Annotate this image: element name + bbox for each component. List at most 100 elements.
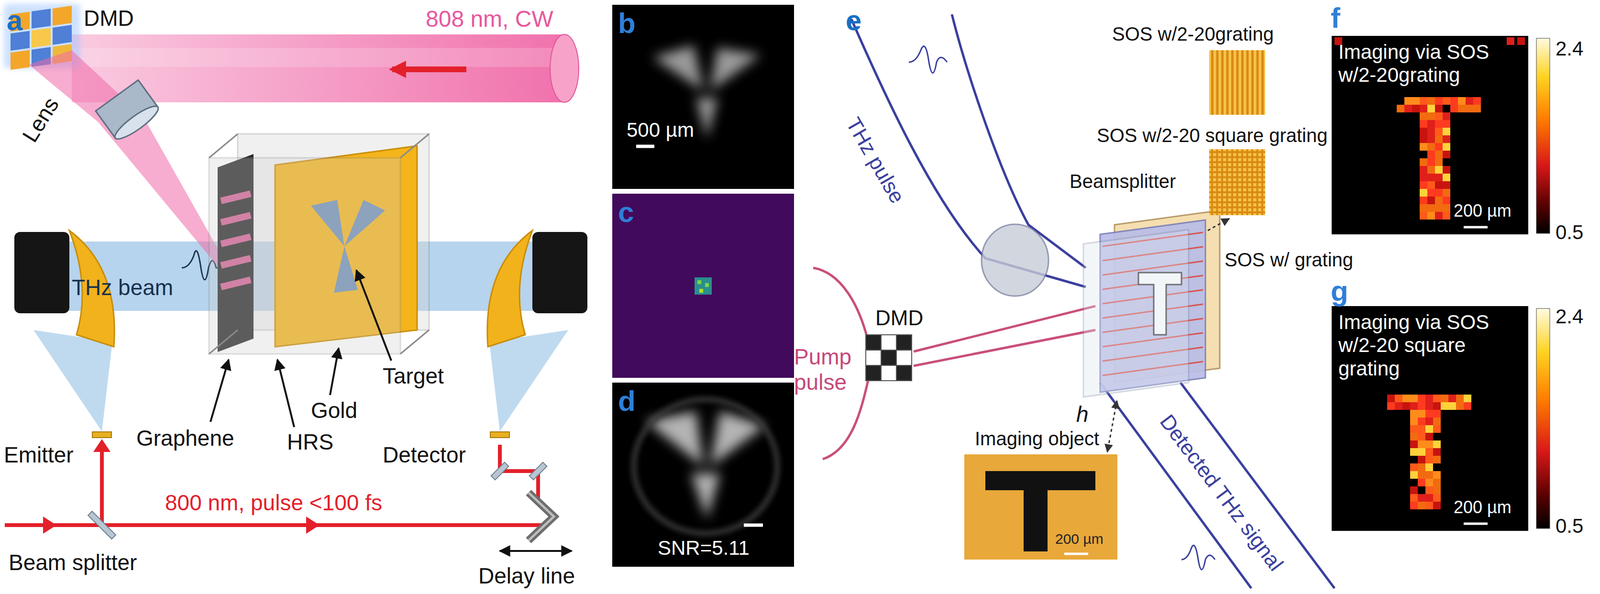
scale-label: 200 µm bbox=[1453, 497, 1512, 518]
panel-letter: c bbox=[617, 195, 634, 229]
reconstructed-image-pixels bbox=[1433, 471, 1441, 479]
reconstructed-image-d bbox=[612, 382, 795, 567]
reconstructed-image-pixels bbox=[1410, 463, 1418, 472]
beam-label: THz beam bbox=[71, 275, 174, 301]
parabolic-mirror bbox=[532, 231, 588, 314]
800nm-laser-path bbox=[99, 447, 104, 526]
reconstructed-image-pixels bbox=[1427, 188, 1435, 197]
reconstructed-image-pixels bbox=[1450, 104, 1458, 113]
component-label: Gold bbox=[310, 397, 358, 424]
pattern-image-c bbox=[694, 277, 712, 295]
beam-label: Pump pulse bbox=[794, 344, 857, 396]
detected-thz-beam bbox=[1181, 545, 1215, 570]
image-title: Imaging via SOS w/2-20 square grating bbox=[1338, 310, 1518, 381]
imaging-object-photo bbox=[1023, 490, 1048, 552]
reconstructed-image-pixels bbox=[1417, 448, 1426, 456]
square-grating-image bbox=[1209, 176, 1266, 179]
dimension-label: h bbox=[1076, 401, 1089, 428]
reconstructed-image-pixels bbox=[1442, 181, 1451, 189]
dmd-checkerboard bbox=[896, 350, 912, 366]
sos-device bbox=[1083, 210, 1220, 398]
reconstructed-image-pixels bbox=[1463, 402, 1472, 410]
800nm-laser-path bbox=[4, 439, 542, 534]
parabolic-mirror bbox=[14, 231, 70, 314]
reconstructed-image-pixels bbox=[1433, 455, 1441, 464]
reconstructed-image-pixels bbox=[1334, 37, 1525, 510]
dmd-checkerboard bbox=[896, 365, 912, 381]
reconstructed-image-pixels bbox=[1457, 104, 1466, 113]
reconstructed-image-pixels bbox=[1465, 104, 1474, 113]
reconstructed-image-pixels bbox=[1433, 486, 1441, 495]
reconstructed-image-pixels bbox=[1427, 127, 1435, 136]
reconstructed-image-pixels bbox=[1410, 409, 1418, 418]
thz-pulse-beam bbox=[851, 14, 1086, 287]
reconstructed-image-pixels bbox=[1419, 211, 1428, 220]
reconstructed-image-pixels bbox=[1425, 455, 1434, 464]
reconstructed-image-pixels bbox=[1433, 417, 1441, 426]
reconstructed-image-pixels bbox=[1434, 120, 1443, 128]
reconstructed-image-pixels bbox=[1410, 501, 1418, 510]
sample-stack bbox=[209, 330, 238, 354]
colorbar bbox=[1536, 308, 1550, 529]
component-label: SOS w/ grating bbox=[1224, 248, 1354, 271]
dmd-checkerboard bbox=[881, 334, 897, 351]
reconstructed-image-pixels bbox=[1442, 150, 1451, 159]
beam-label: 800 nm, pulse <100 fs bbox=[165, 490, 383, 516]
square-grating-image bbox=[1209, 196, 1266, 199]
line-grating-image bbox=[1221, 50, 1224, 115]
square-grating-image bbox=[1209, 201, 1266, 204]
component-label: DMD bbox=[83, 5, 134, 32]
reconstructed-image-pixels bbox=[1419, 112, 1428, 121]
reconstructed-image-pixels bbox=[1434, 104, 1443, 113]
square-grating-image bbox=[1209, 191, 1266, 194]
reconstructed-image-pixels bbox=[1427, 173, 1435, 182]
reconstructed-image-pixels bbox=[1425, 417, 1434, 426]
reconstructed-image-pixels bbox=[1433, 494, 1441, 502]
reconstructed-image-pixels bbox=[1412, 97, 1420, 105]
panel-letter: a bbox=[6, 3, 23, 37]
thz-pulse-beam bbox=[908, 46, 948, 74]
reconstructed-image-d bbox=[743, 523, 763, 528]
measured-image-b bbox=[710, 47, 761, 91]
reconstructed-image-pixels bbox=[1427, 150, 1435, 159]
leader-arrow bbox=[210, 359, 229, 422]
reconstructed-image-pixels bbox=[1417, 463, 1426, 472]
measured-image-b bbox=[612, 4, 795, 189]
measured-image-b bbox=[695, 98, 718, 139]
grating-image: SOS w/2-20grating bbox=[1209, 50, 1266, 115]
808nm-laser-beam bbox=[550, 34, 579, 103]
808nm-laser-beam bbox=[71, 47, 565, 67]
panel-letter: e bbox=[845, 3, 862, 37]
square-grating-image bbox=[1209, 171, 1266, 174]
measured-image-b bbox=[636, 144, 655, 149]
reconstructed-image-pixels bbox=[1402, 402, 1411, 410]
reconstructed-image-pixels bbox=[1417, 471, 1426, 479]
pump-pulse-beam bbox=[813, 267, 867, 336]
delay-line bbox=[528, 492, 554, 541]
measured-image-b bbox=[652, 45, 704, 91]
lens bbox=[95, 79, 162, 144]
lens bbox=[111, 101, 162, 144]
line-grating-image bbox=[1236, 50, 1239, 115]
steering-mirror bbox=[529, 462, 548, 481]
reconstructed-image-pixels bbox=[1417, 494, 1426, 502]
reconstructed-image-pixels bbox=[1465, 97, 1474, 105]
beam-splitter bbox=[88, 511, 116, 540]
reconstructed-image-pixels bbox=[1427, 104, 1435, 113]
reconstructed-image-pixels bbox=[1433, 440, 1441, 449]
reconstructed-image-pixels bbox=[1412, 104, 1420, 113]
reconstructed-image-pixels bbox=[1425, 471, 1434, 479]
800nm-laser-path bbox=[93, 439, 111, 453]
detector-antenna bbox=[490, 431, 510, 438]
dmd-checkerboard bbox=[865, 350, 882, 366]
reconstructed-image-pixels bbox=[1425, 486, 1434, 495]
delay-line bbox=[528, 492, 554, 541]
reconstructed-image-pixels bbox=[1417, 455, 1426, 464]
reconstructed-image-pixels bbox=[1419, 158, 1428, 166]
reconstructed-image-pixels bbox=[1450, 97, 1458, 105]
imaging-object-photo bbox=[985, 471, 1096, 491]
component-label: Beamsplitter bbox=[1069, 170, 1176, 193]
colorbar-tick: 0.5 bbox=[1555, 514, 1584, 538]
reconstructed-image-pixels bbox=[1457, 97, 1466, 105]
imaging-object-photo bbox=[1064, 552, 1089, 556]
